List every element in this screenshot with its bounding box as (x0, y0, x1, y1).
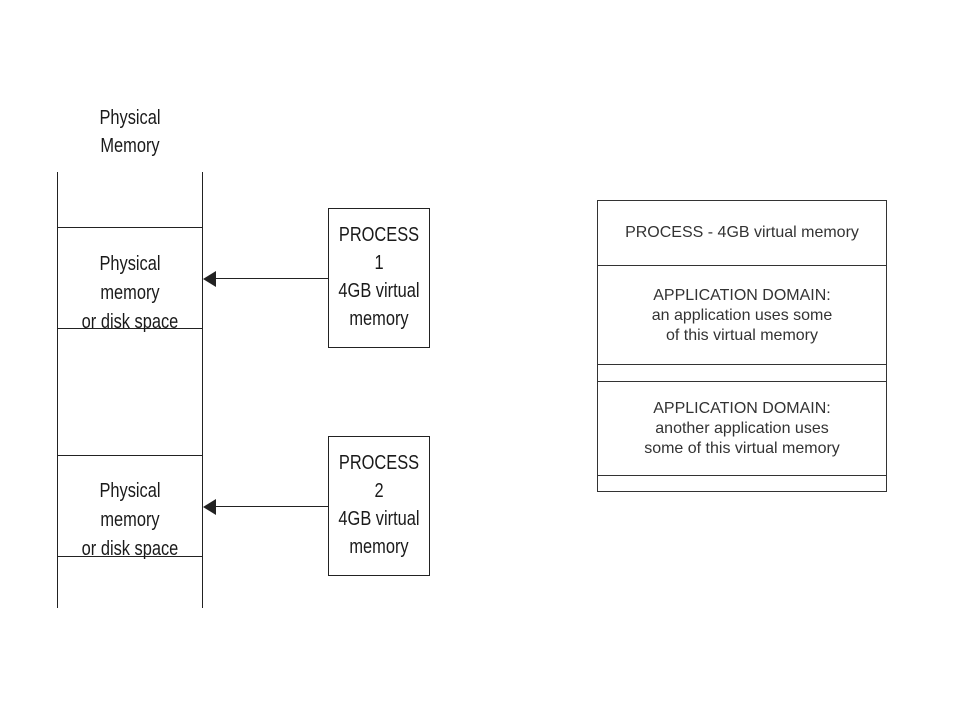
domain-2-top-divider (597, 381, 887, 382)
region-2-bottom-divider (57, 556, 203, 557)
domain-1-bottom-divider (597, 364, 887, 365)
virtual-memory-header: PROCESS - 4GB virtual memory (597, 223, 887, 243)
application-domain-2: APPLICATION DOMAIN: another application … (597, 399, 887, 459)
physical-memory-title-line2: Memory (100, 135, 160, 157)
region-1-top-divider (57, 227, 203, 228)
virtual-memory-box (597, 200, 887, 492)
process-1-arrow-head-icon (203, 271, 216, 287)
process-1-body: 4GB virtual memory (338, 277, 420, 333)
header-divider (597, 265, 887, 266)
region-2-top-divider (57, 455, 203, 456)
physical-region-1: Physical memory or disk space (70, 250, 190, 337)
process-2-body-line1: 4GB virtual (338, 508, 420, 530)
physical-memory-column (57, 172, 203, 608)
process-1-title: PROCESS 1 (338, 224, 420, 274)
application-domain-1-line3: of this virtual memory (665, 327, 819, 344)
physical-memory-title: Physical Memory (89, 104, 171, 160)
virtual-memory-header-text: PROCESS - 4GB virtual memory (625, 224, 859, 241)
region-1-bottom-divider (57, 328, 203, 329)
process-2-arrow-head-icon (203, 499, 216, 515)
process-2-body: 4GB virtual memory (338, 505, 420, 561)
application-domain-2-line2: another application uses (655, 420, 829, 437)
physical-region-1-line2: or disk space (81, 311, 179, 333)
process-2-body-line2: memory (349, 536, 409, 558)
process-2-arrow-line (214, 506, 328, 507)
process-2-title: PROCESS 2 (338, 452, 420, 502)
physical-region-2: Physical memory or disk space (70, 477, 190, 564)
application-domain-2-line1: APPLICATION DOMAIN: (653, 400, 831, 417)
application-domain-1-line1: APPLICATION DOMAIN: (653, 287, 831, 304)
process-2-box: PROCESS 2 4GB virtual memory (328, 436, 430, 576)
process-1-body-line2: memory (349, 308, 409, 330)
application-domain-2-line3: some of this virtual memory (644, 440, 840, 457)
application-domain-1: APPLICATION DOMAIN: an application uses … (597, 286, 887, 346)
physical-region-2-line1: Physical memory (99, 480, 161, 531)
physical-region-1-line1: Physical memory (99, 253, 161, 304)
process-1-body-line1: 4GB virtual (338, 280, 420, 302)
application-domain-1-line2: an application uses some (651, 307, 833, 324)
process-1-box: PROCESS 1 4GB virtual memory (328, 208, 430, 348)
domain-2-bottom-divider (597, 475, 887, 476)
process-1-arrow-line (214, 278, 328, 279)
physical-region-2-line2: or disk space (81, 538, 179, 560)
physical-memory-title-line1: Physical (99, 107, 161, 129)
